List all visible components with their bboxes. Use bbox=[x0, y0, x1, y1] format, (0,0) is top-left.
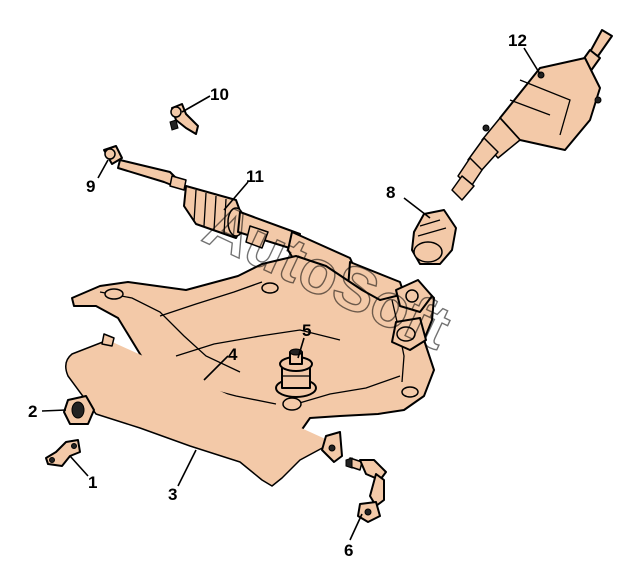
callout-5: 5 bbox=[302, 321, 311, 340]
leader-12 bbox=[523, 47, 541, 75]
callout-8: 8 bbox=[386, 183, 395, 202]
callout-4: 4 bbox=[228, 345, 238, 364]
drop-link bbox=[345, 457, 387, 523]
leader-11 bbox=[223, 181, 249, 211]
leader-5 bbox=[297, 337, 305, 359]
leader-1 bbox=[69, 455, 89, 477]
leader-2 bbox=[41, 409, 67, 412]
callout-labels: 1 2 3 4 5 6 8 9 10 11 12 bbox=[28, 31, 527, 560]
anti-roll-bar bbox=[65, 333, 343, 487]
steering-boot bbox=[411, 209, 457, 265]
callout-11: 11 bbox=[246, 167, 264, 186]
callout-6: 6 bbox=[344, 541, 353, 560]
leader-3 bbox=[177, 449, 197, 487]
callout-9: 9 bbox=[86, 177, 95, 196]
leader-6 bbox=[349, 513, 363, 541]
bush-clamp bbox=[45, 439, 81, 467]
leader-4 bbox=[203, 355, 229, 381]
callout-10: 10 bbox=[210, 85, 229, 104]
callout-3: 3 bbox=[168, 485, 177, 504]
anti-roll-bar-bush bbox=[63, 395, 95, 425]
leader-9 bbox=[97, 159, 109, 179]
callout-2: 2 bbox=[28, 402, 37, 421]
steering-column bbox=[451, 29, 613, 201]
leader-8 bbox=[403, 197, 431, 219]
leader-lines bbox=[41, 47, 541, 541]
tie-rod-end-10 bbox=[169, 103, 199, 135]
tie-rod-9 bbox=[103, 145, 187, 191]
callout-12: 12 bbox=[508, 31, 527, 50]
leader-10 bbox=[181, 95, 211, 113]
callout-1: 1 bbox=[88, 473, 97, 492]
subframe-mount-bush bbox=[275, 348, 317, 398]
